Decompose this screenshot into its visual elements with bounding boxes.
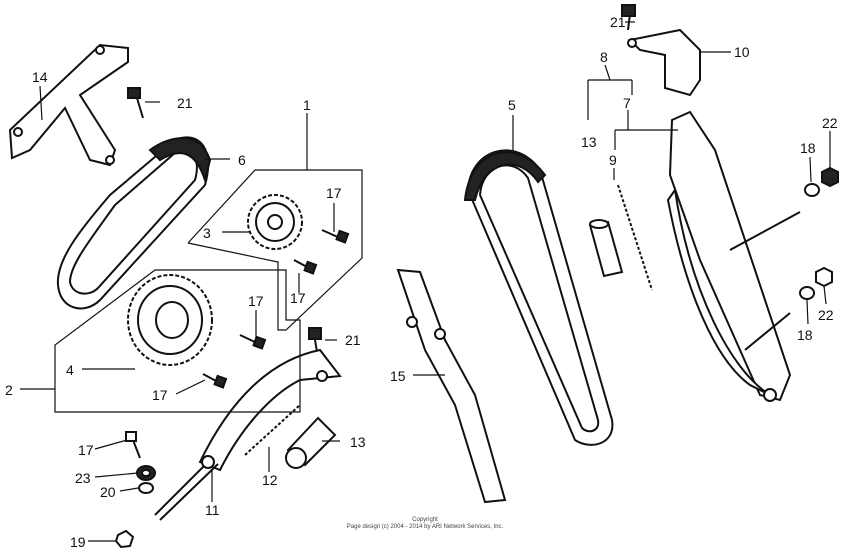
tensioner-assembly-part-7	[666, 110, 801, 402]
callout-15: 15	[390, 368, 406, 384]
callout-13-a: 13	[350, 434, 366, 450]
group-outline-part-1	[187, 169, 363, 331]
callout-17-a: 17	[326, 185, 342, 201]
callout-3: 3	[203, 225, 211, 241]
callout-17-d: 17	[152, 387, 168, 403]
bolt-part-17-a	[321, 229, 350, 244]
callout-14: 14	[32, 69, 48, 85]
bolt-part-17-b	[293, 259, 318, 275]
callout-22-a: 22	[822, 115, 838, 131]
cam-chain-part-6	[56, 136, 212, 310]
callout-2: 2	[5, 382, 13, 398]
copyright-notice: Copyright Page design (c) 2004 - 2014 by…	[0, 517, 850, 531]
washer-part-23	[136, 465, 156, 481]
tensioner-arm-part-11	[154, 348, 342, 521]
callout-13-b: 13	[581, 134, 597, 150]
callout-23: 23	[75, 470, 91, 486]
callout-8: 8	[600, 49, 608, 65]
callout-5: 5	[508, 97, 516, 113]
callout-7: 7	[623, 95, 631, 111]
washer-part-18-b	[799, 286, 815, 300]
callout-4: 4	[66, 362, 74, 378]
bolt-part-17-c	[239, 334, 267, 350]
bolt-part-16	[125, 431, 141, 459]
nut-part-19	[114, 529, 135, 549]
callout-16: 17	[78, 442, 94, 458]
callout-21-b: 21	[345, 332, 361, 348]
callout-6: 6	[238, 152, 246, 168]
group-outline-part-2	[54, 269, 301, 413]
callout-18-b: 18	[797, 327, 813, 343]
bolt-part-21-a	[127, 87, 144, 119]
bolt-part-17-d	[202, 373, 228, 389]
bracket-part-14	[8, 43, 129, 167]
callout-20: 20	[100, 484, 116, 500]
callout-1: 1	[303, 97, 311, 113]
spring-part-9	[617, 184, 653, 291]
spring-part-12	[244, 404, 301, 456]
bracket-part-10	[627, 28, 701, 97]
callout-18-a: 18	[800, 140, 816, 156]
callout-9: 9	[609, 152, 617, 168]
callout-10: 10	[734, 44, 750, 60]
callout-21-c: 21	[610, 14, 626, 30]
callout-labels: 14 21 1 6 3 17 17 2 4 17 17 21 17 23 20 …	[5, 14, 838, 550]
cam-chain-part-5	[463, 149, 614, 446]
callout-17-b: 17	[290, 290, 306, 306]
cam-sprocket-part-3	[247, 194, 303, 250]
chain-guide-part-15	[396, 268, 507, 504]
callout-22-b: 22	[818, 307, 834, 323]
copyright-line-2: Page design (c) 2004 - 2014 by ARI Netwo…	[346, 524, 504, 530]
washer-part-18-a	[804, 183, 820, 197]
callout-17-c: 17	[248, 293, 264, 309]
callout-12: 12	[262, 472, 278, 488]
washer-part-20	[138, 482, 154, 494]
nut-part-22-a	[821, 166, 839, 188]
pushrod-part-13-a	[285, 416, 337, 469]
callout-19: 19	[70, 534, 86, 550]
callout-11: 11	[205, 502, 220, 518]
copyright-line-1: Copyright	[412, 517, 438, 523]
pushrod-part-13-b	[588, 219, 624, 278]
leader-lines	[20, 21, 831, 542]
nut-part-22-b	[815, 266, 833, 288]
drive-sprocket-part-4	[127, 274, 213, 366]
callout-21-a: 21	[177, 95, 193, 111]
